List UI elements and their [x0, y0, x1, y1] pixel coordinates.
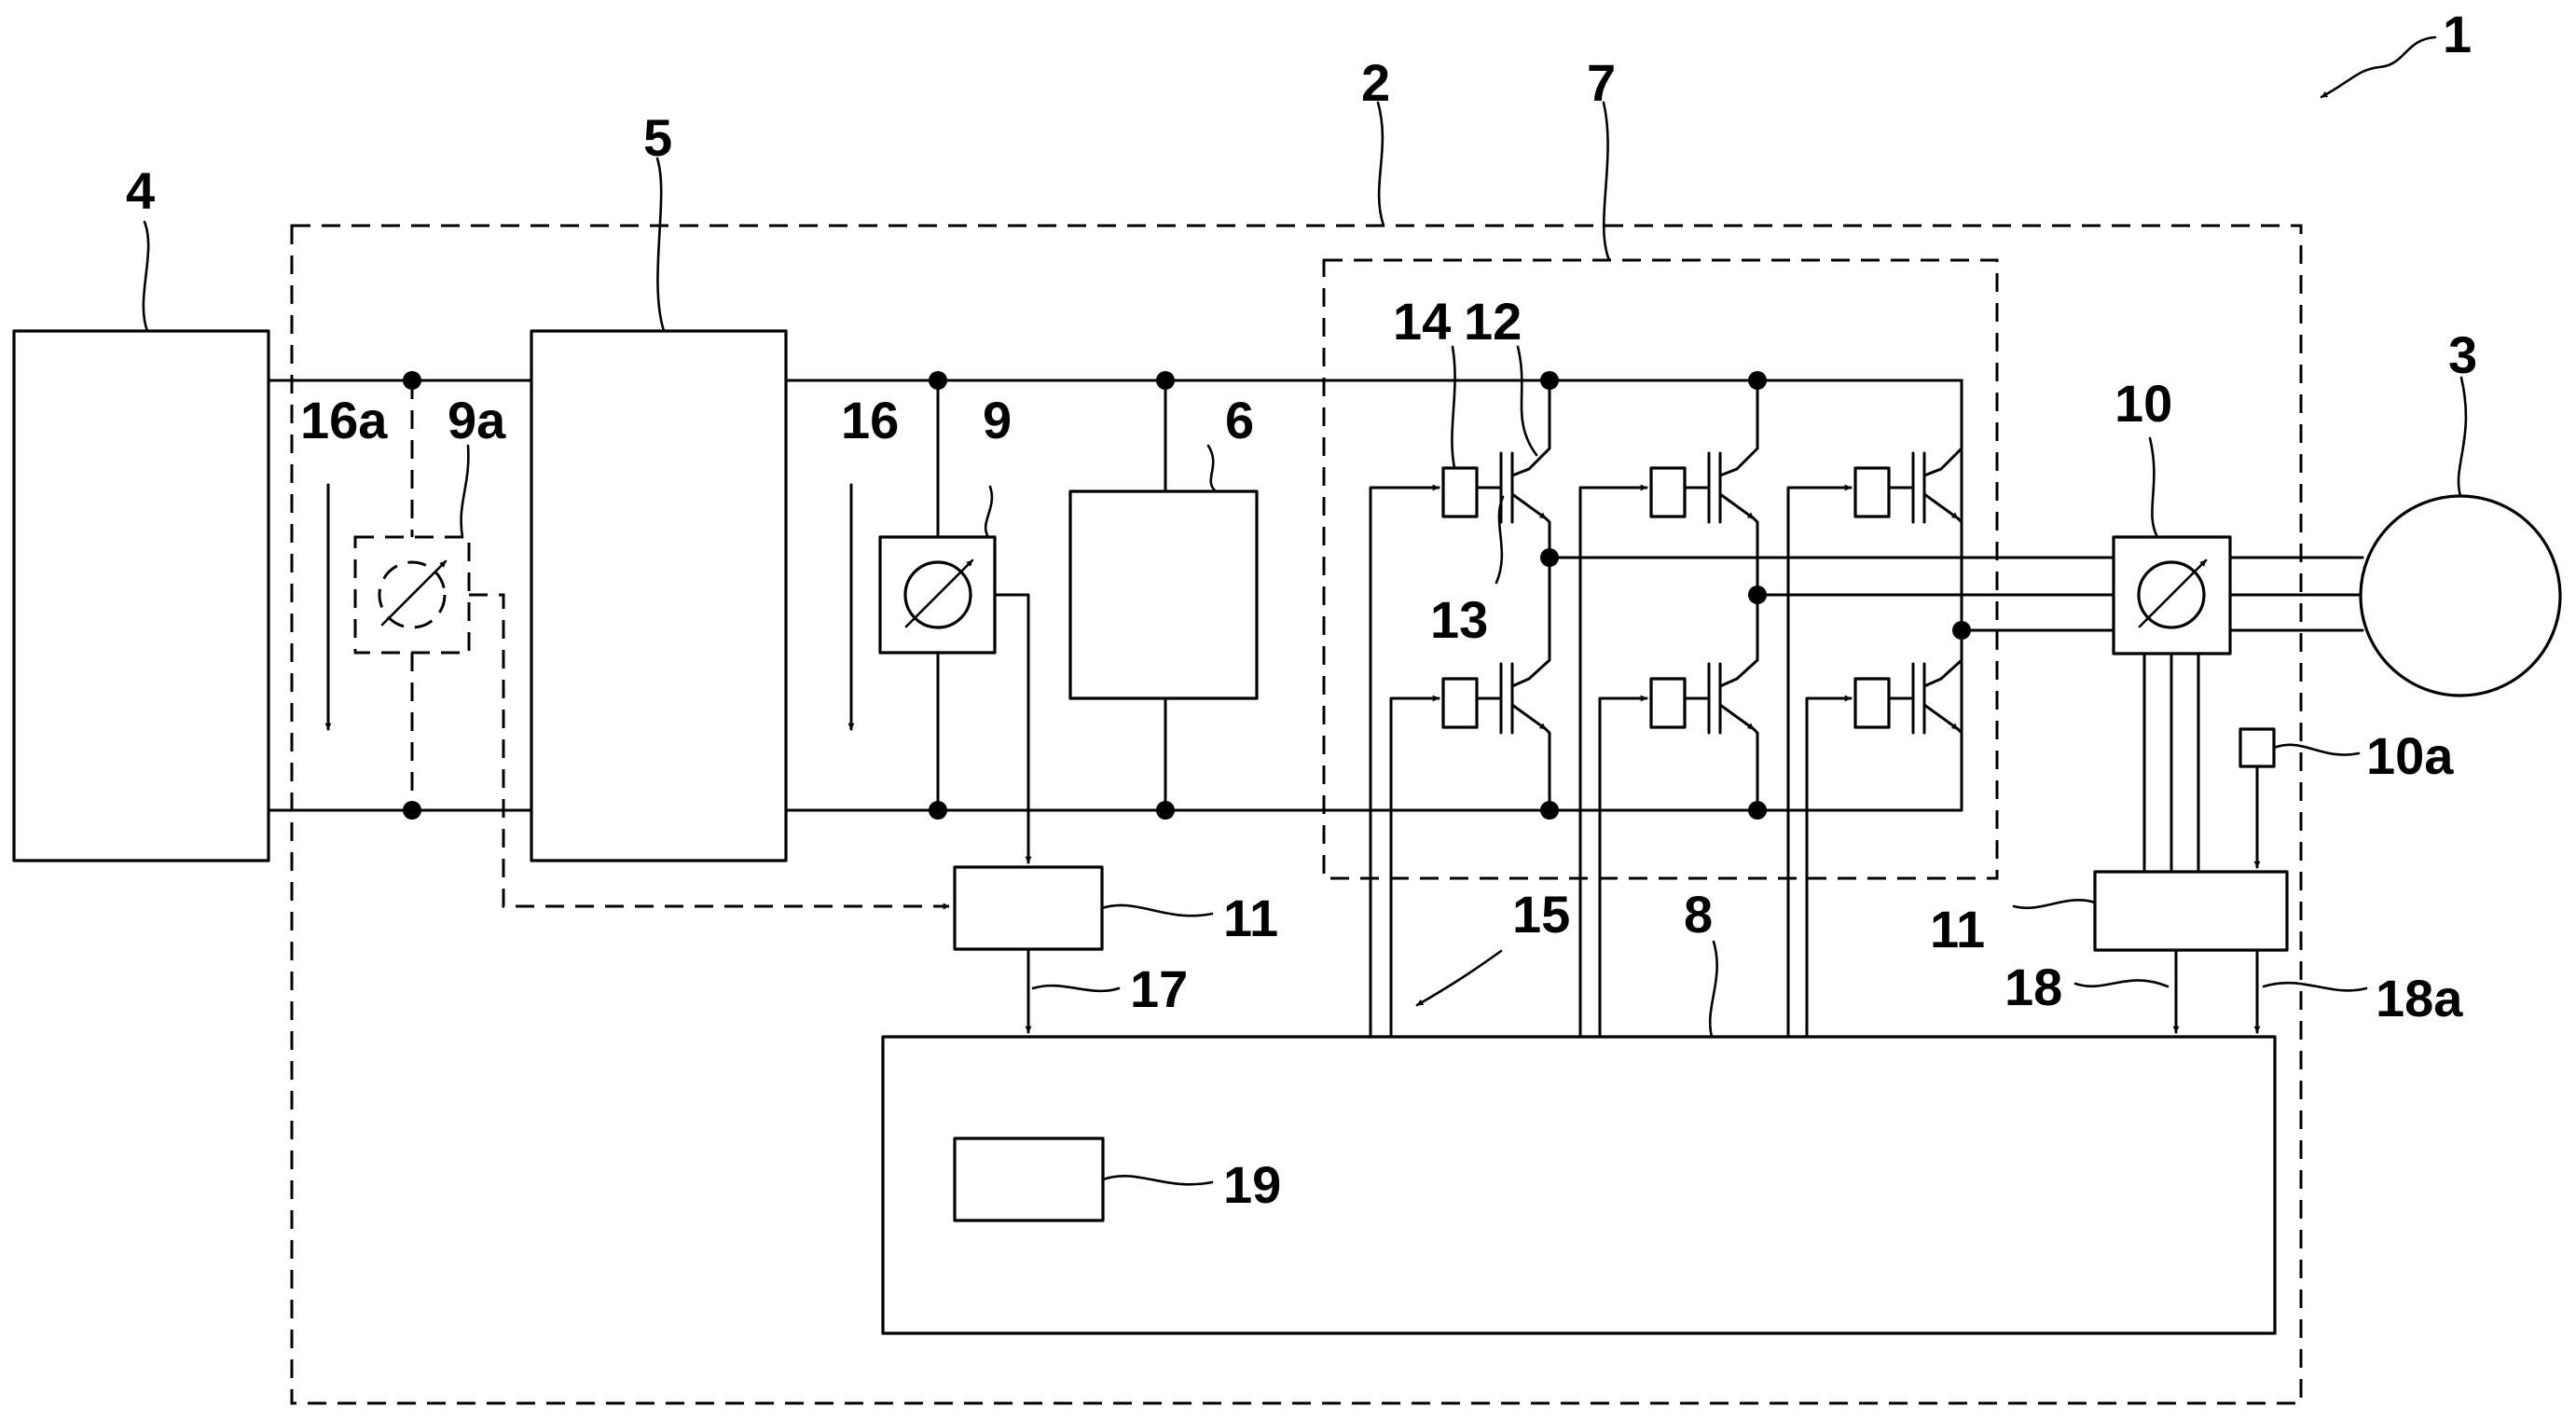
capacitor-box: [1070, 491, 1257, 698]
control-unit-box: [883, 1037, 2275, 1333]
gate-line: [1807, 698, 1851, 1037]
driver-box: [1651, 468, 1685, 517]
label-signal-phase: 18: [2004, 958, 2062, 1016]
leader-line: [1208, 446, 1216, 491]
leader-line: [2075, 980, 2168, 986]
label-system: 1: [2443, 5, 2472, 63]
leader-line: [2274, 745, 2359, 755]
leg-conductor: [1754, 729, 1757, 810]
label-converter: 5: [643, 108, 672, 167]
switch-emitter: [1924, 494, 1958, 518]
leader-line: [985, 487, 992, 537]
label-sensor-phase: 10: [2115, 374, 2172, 433]
driver-box: [1855, 679, 1889, 727]
label-driver: 14: [1393, 292, 1451, 351]
label-signal-dc: 17: [1130, 959, 1188, 1018]
gate-line: [1391, 698, 1439, 1037]
leg-conductor: [1546, 729, 1550, 810]
bridge-frame: [1324, 260, 1997, 878]
label-motor: 3: [2448, 325, 2477, 384]
leg-conductor: [1958, 729, 1962, 810]
source-box: [14, 331, 269, 861]
sensor-extra-box: [2240, 729, 2274, 766]
motor-circle: [2361, 496, 2560, 696]
label-capacitor: 6: [1225, 391, 1254, 449]
leg-conductor: [1529, 380, 1550, 469]
label-signal-extra: 18a: [2376, 969, 2463, 1027]
leader-line: [144, 222, 148, 331]
system-arrow: [2321, 37, 2435, 97]
label-switch: 12: [1464, 292, 1522, 351]
evaluator-phase-box: [2095, 872, 2287, 950]
switch-collector: [1924, 469, 1941, 476]
switch-collector: [1924, 679, 1941, 686]
leader-line: [1604, 103, 1609, 260]
label-inverter-frame: 2: [1361, 53, 1390, 112]
label-gate-lines: 15: [1512, 885, 1570, 944]
label-source: 4: [126, 161, 155, 220]
phase-leg-2: [1580, 380, 2114, 1037]
leader-line: [1102, 905, 1212, 916]
inverter-frame: [292, 226, 2301, 1403]
leader-line: [1417, 951, 1501, 1005]
leg-conductor: [1941, 380, 1962, 469]
leader-line: [1452, 347, 1454, 468]
leader-line: [461, 446, 469, 537]
switch-collector: [1720, 469, 1737, 476]
label-sensor-input: 9a: [448, 391, 506, 449]
phase-leg-1: [1371, 380, 2114, 1037]
switch-emitter: [1512, 494, 1546, 518]
leader-line: [2150, 438, 2157, 537]
switch-emitter: [1512, 705, 1546, 729]
label-control-unit: 8: [1684, 885, 1713, 944]
sensor-dc-signal: [995, 595, 1028, 862]
evaluator-dc-box: [955, 867, 1102, 949]
label-evaluator-dc: 11: [1223, 889, 1278, 947]
switch-emitter: [1720, 494, 1754, 518]
label-evaluator-phase: 11: [1930, 900, 1985, 958]
switch-collector: [1512, 469, 1529, 476]
leader-line: [1518, 347, 1536, 455]
driver-box: [1855, 468, 1889, 517]
switch-emitter: [1720, 705, 1754, 729]
leader-line: [2264, 983, 2366, 990]
gate-line: [1371, 488, 1439, 1037]
label-voltage-input: 16a: [300, 391, 388, 449]
switch-collector: [1512, 679, 1529, 686]
leader-line: [2459, 378, 2466, 496]
gate-line: [1788, 488, 1851, 1037]
leader-line: [1710, 942, 1716, 1037]
leader-line: [1378, 103, 1384, 226]
leg-conductor: [1529, 518, 1550, 679]
leg-conductor: [1941, 518, 1962, 679]
module-box: [955, 1138, 1103, 1220]
leader-line: [2014, 900, 2095, 907]
gate-line: [1580, 488, 1646, 1037]
converter-box: [531, 331, 786, 861]
driver-box: [1443, 679, 1477, 727]
switch-collector: [1720, 679, 1737, 686]
label-module: 19: [1223, 1155, 1281, 1214]
label-diode: 13: [1430, 590, 1488, 649]
leader-line: [1103, 1176, 1212, 1184]
leader-line: [657, 159, 664, 331]
label-bridge: 7: [1587, 53, 1616, 112]
label-sensor-extra: 10a: [2366, 726, 2454, 785]
driver-box: [1651, 679, 1685, 727]
leader-line: [1033, 986, 1119, 991]
label-sensor-dc: 9: [983, 391, 1012, 449]
gate-line: [1600, 698, 1646, 1037]
label-voltage-dc: 16: [841, 391, 899, 449]
leg-conductor: [1737, 380, 1757, 469]
driver-box: [1443, 468, 1477, 517]
switch-emitter: [1924, 705, 1958, 729]
